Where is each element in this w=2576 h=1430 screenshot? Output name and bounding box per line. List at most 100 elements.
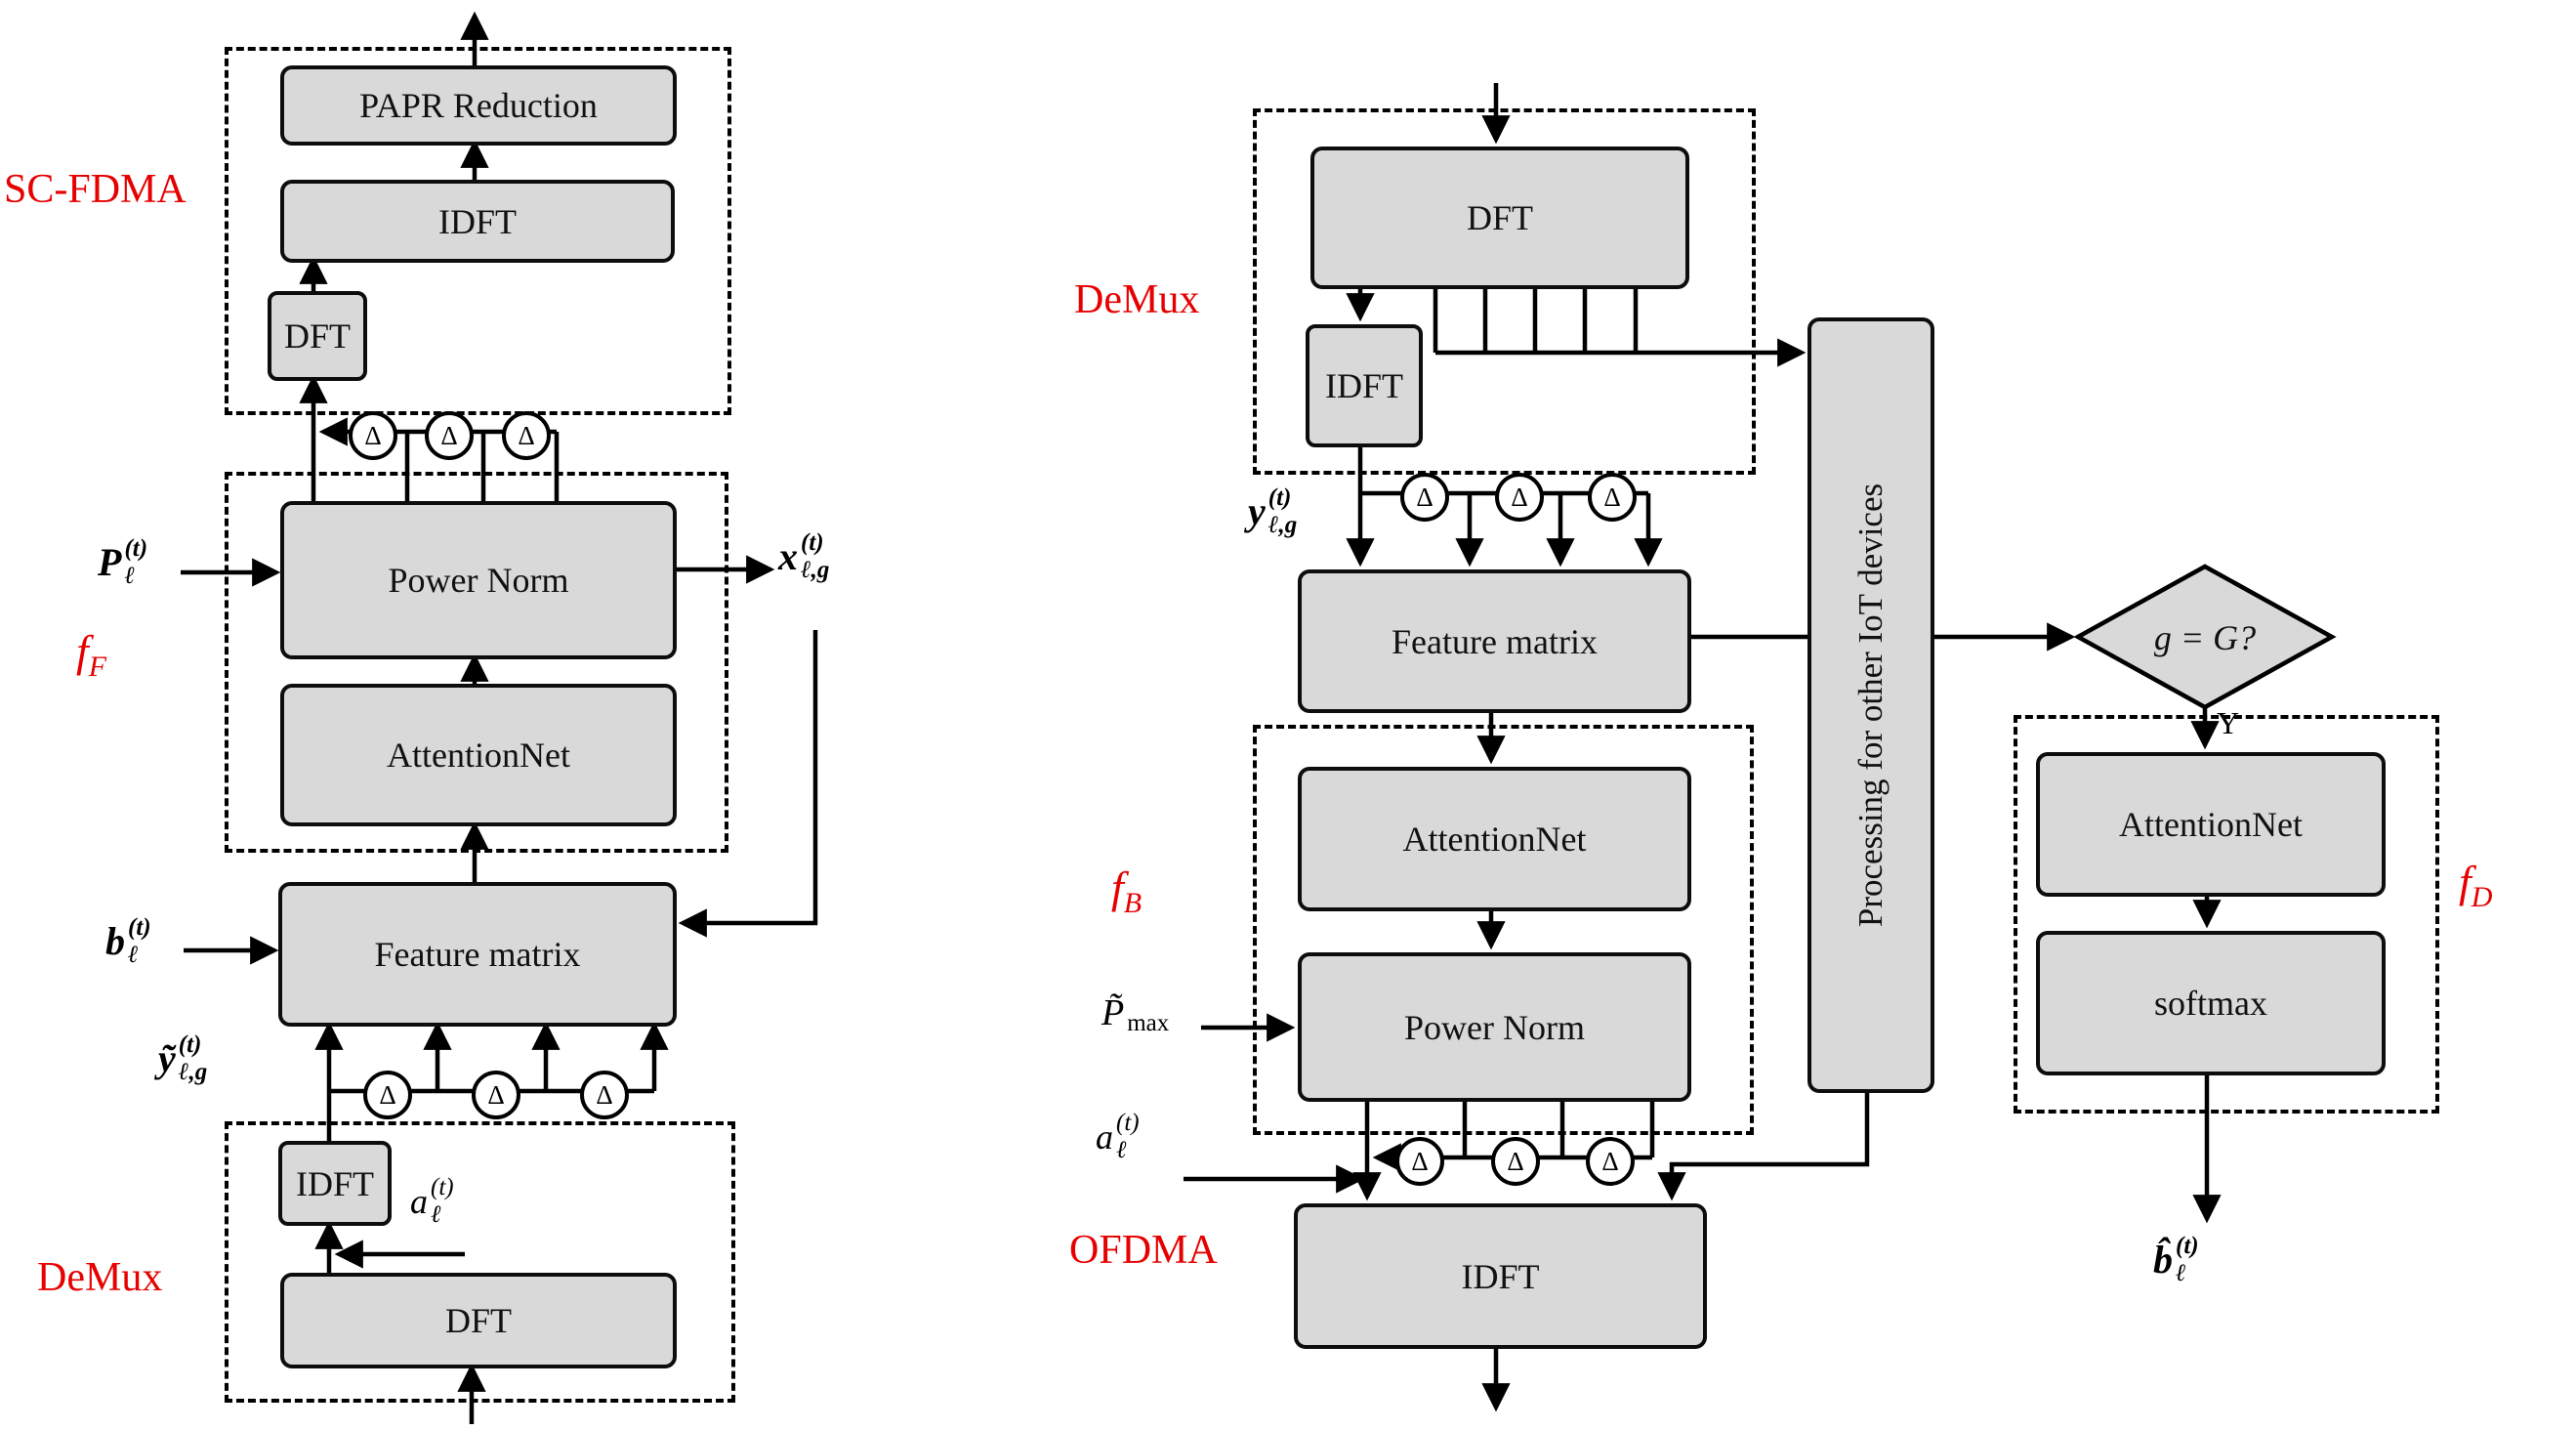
- delay-delta-icon: Δ: [580, 1071, 629, 1119]
- delta-glyph: Δ: [379, 1079, 396, 1110]
- b-hat-base: b̂: [2153, 1238, 2173, 1282]
- delta-glyph: Δ: [518, 420, 535, 450]
- f-d-sub: D: [2471, 881, 2493, 914]
- delay-delta-icon: Δ: [1495, 473, 1544, 522]
- f-f-base: f: [76, 626, 89, 676]
- sc-fdma-dashed-box: [225, 47, 731, 415]
- attentionnet-mid-label: AttentionNet: [1402, 820, 1587, 859]
- a-mid-sub: ℓ: [1116, 1136, 1127, 1163]
- x-out-base: x: [778, 534, 798, 578]
- demux-left-dashed-box: [225, 1121, 735, 1403]
- f-b-dashed-box: [1253, 725, 1754, 1135]
- section-label-f-d: fD: [2459, 856, 2492, 914]
- p-max-base: P̃: [1101, 991, 1125, 1033]
- softmax-block: softmax: [2036, 931, 2386, 1075]
- y-right-sup: (t): [1267, 484, 1292, 511]
- signal-p-max: P̃ max: [1101, 988, 1169, 1037]
- p-in-base: P: [98, 540, 122, 584]
- decision-yes-label: Y: [2217, 705, 2240, 740]
- signal-b-in: b (t)ℓ: [105, 914, 151, 968]
- section-label-f-b: fB: [1111, 862, 1142, 920]
- feature-matrix-right-label: Feature matrix: [1392, 621, 1598, 661]
- f-b-base: f: [1111, 862, 1124, 912]
- b-in-base: b: [105, 919, 125, 963]
- x-out-sup: (t): [801, 529, 824, 556]
- delta-glyph: Δ: [440, 420, 458, 450]
- delta-glyph: Δ: [487, 1079, 505, 1110]
- dft-demux-right-block: DFT: [1310, 147, 1689, 289]
- idft-demux-right-label: IDFT: [1325, 366, 1403, 405]
- processing-other-iot-block: Processing for other IoT devices: [1807, 317, 1934, 1093]
- section-label-f-f: fF: [76, 625, 106, 684]
- power-norm-left-block: Power Norm: [280, 501, 677, 659]
- attentionnet-right-block: AttentionNet: [2036, 752, 2386, 897]
- signal-y-right: y (t)ℓ,g: [1248, 484, 1297, 538]
- delta-glyph: Δ: [1416, 482, 1433, 512]
- dft-demux-left-block: DFT: [280, 1273, 677, 1368]
- section-label-demux-right: DeMux: [1074, 277, 1200, 322]
- delta-glyph: Δ: [1411, 1146, 1429, 1176]
- idft-ofdma-block: IDFT: [1294, 1203, 1707, 1349]
- delay-delta-icon: Δ: [363, 1071, 412, 1119]
- a-left-sup: (t): [431, 1174, 454, 1200]
- delay-delta-icon: Δ: [1400, 473, 1449, 522]
- b-hat-sup: (t): [2176, 1233, 2199, 1259]
- section-label-ofdma: OFDMA: [1069, 1228, 1218, 1273]
- delta-glyph: Δ: [1603, 482, 1621, 512]
- a-mid-base: a: [1096, 1116, 1113, 1157]
- b-hat-sub: ℓ: [2176, 1259, 2186, 1286]
- papr-reduction-label: PAPR Reduction: [359, 86, 598, 125]
- dft-tx-small-label: DFT: [283, 316, 351, 356]
- delta-glyph: Δ: [596, 1079, 613, 1110]
- a-left-sub: ℓ: [431, 1200, 441, 1228]
- feature-matrix-left-label: Feature matrix: [374, 935, 581, 974]
- b-in-sub: ℓ: [128, 941, 139, 968]
- signal-y-tilde: ỹ (t)ℓ,g: [158, 1031, 207, 1085]
- idft-ofdma-label: IDFT: [1461, 1256, 1540, 1296]
- delay-delta-icon: Δ: [502, 411, 551, 460]
- delta-glyph: Δ: [364, 420, 382, 450]
- y-tilde-sub: ℓ,g: [178, 1058, 208, 1085]
- power-norm-mid-block: Power Norm: [1298, 952, 1691, 1102]
- processing-other-iot-label: Processing for other IoT devices: [1851, 483, 1890, 928]
- demux-right-dashed-box: [1253, 108, 1756, 475]
- decision-condition-label: g = G?: [2153, 618, 2257, 657]
- x-out-sub: ℓ,g: [801, 556, 830, 583]
- f-d-base: f: [2459, 857, 2472, 906]
- power-norm-mid-label: Power Norm: [1404, 1007, 1585, 1047]
- f-f-sub: F: [88, 651, 107, 684]
- a-mid-sup: (t): [1116, 1110, 1140, 1136]
- signal-a-left: a (t)ℓ: [410, 1174, 454, 1228]
- idft-tx-label: IDFT: [438, 201, 517, 241]
- dft-demux-left-label: DFT: [444, 1301, 512, 1340]
- p-in-sup: (t): [124, 535, 148, 562]
- section-label-sc-fdma: SC-FDMA: [4, 167, 187, 212]
- delay-delta-icon: Δ: [1586, 1137, 1635, 1186]
- delay-delta-icon: Δ: [349, 411, 397, 460]
- feature-matrix-right-block: Feature matrix: [1298, 569, 1691, 713]
- delta-glyph: Δ: [1507, 1146, 1524, 1176]
- attentionnet-mid-block: AttentionNet: [1298, 767, 1691, 911]
- attentionnet-left-label: AttentionNet: [387, 736, 570, 775]
- idft-tx-block: IDFT: [280, 180, 675, 263]
- y-tilde-sup: (t): [178, 1031, 202, 1058]
- signal-x-out: x (t)ℓ,g: [778, 529, 829, 583]
- dft-demux-right-label: DFT: [1466, 198, 1533, 237]
- section-label-demux-left: DeMux: [37, 1255, 163, 1300]
- power-norm-left-label: Power Norm: [388, 561, 569, 600]
- dft-tx-small-block: DFT: [268, 291, 367, 381]
- idft-demux-left-block: IDFT: [278, 1141, 392, 1226]
- delay-delta-icon: Δ: [1491, 1137, 1540, 1186]
- attentionnet-left-block: AttentionNet: [280, 684, 677, 826]
- signal-p-in: P (t)ℓ: [98, 535, 147, 589]
- idft-demux-right-block: IDFT: [1306, 324, 1423, 447]
- a-left-base: a: [410, 1181, 428, 1221]
- b-in-sup: (t): [128, 914, 151, 941]
- softmax-label: softmax: [2154, 984, 2267, 1023]
- delay-delta-icon: Δ: [1588, 473, 1637, 522]
- delay-delta-icon: Δ: [472, 1071, 520, 1119]
- feature-matrix-left-block: Feature matrix: [278, 882, 677, 1027]
- y-right-base: y: [1248, 489, 1266, 533]
- idft-demux-left-label: IDFT: [296, 1163, 374, 1203]
